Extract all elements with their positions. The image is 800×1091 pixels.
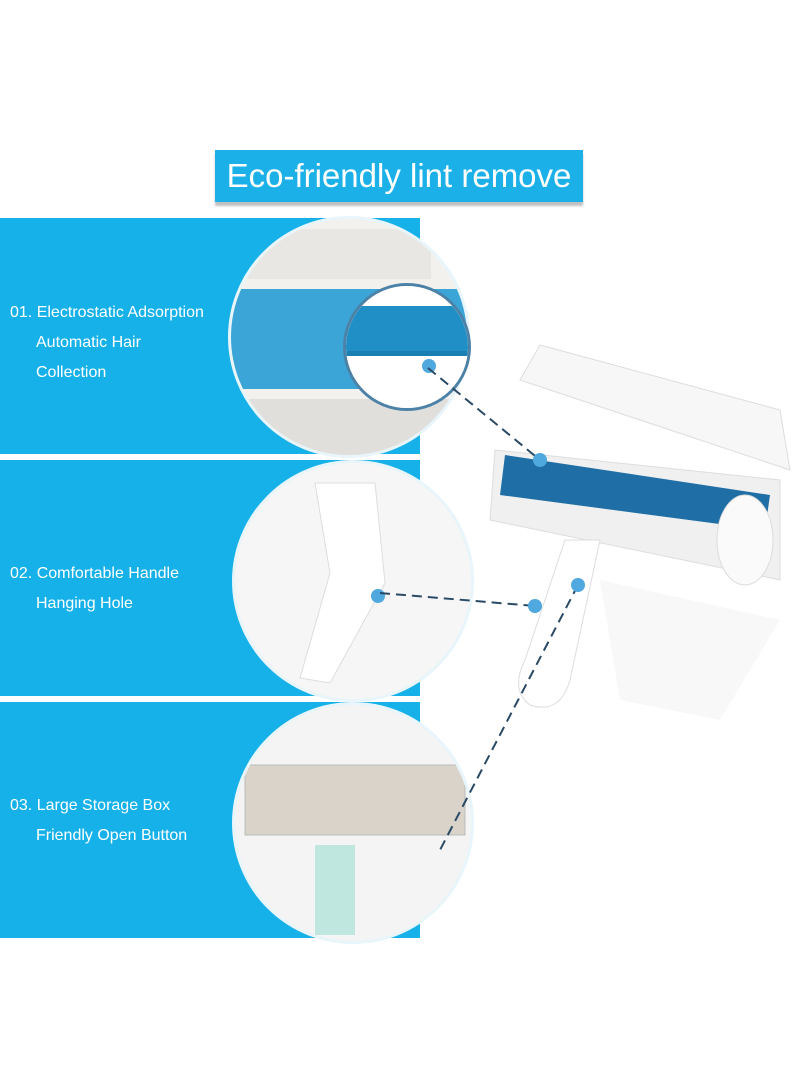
feature-2-line2: Hanging Hole bbox=[36, 595, 133, 612]
marker-dot-3 bbox=[571, 578, 585, 592]
feature-1-line3: Collection bbox=[36, 364, 107, 381]
marker-dot-2 bbox=[528, 599, 542, 613]
feature-text-1: 01. Electrostatic Adsorption Automatic H… bbox=[10, 298, 204, 388]
feature-3-title: 03. Large Storage Box bbox=[10, 797, 171, 814]
fiber-zoom-image bbox=[343, 283, 471, 411]
feature-2-title: 02. Comfortable Handle bbox=[10, 565, 179, 582]
handle-detail-image bbox=[232, 460, 474, 702]
title-banner: Eco-friendly lint remove bbox=[215, 150, 583, 202]
storage-box-detail-image bbox=[232, 702, 474, 944]
feature-text-2: 02. Comfortable Handle Hanging Hole bbox=[10, 559, 179, 619]
feature-1-title: 01. Electrostatic Adsorption bbox=[10, 304, 204, 321]
feature-3-line2: Friendly Open Button bbox=[36, 827, 188, 844]
marker-dot-1 bbox=[533, 453, 547, 467]
feature-text-3: 03. Large Storage Box Friendly Open Butt… bbox=[10, 791, 187, 851]
feature-1-line2: Automatic Hair bbox=[36, 334, 141, 351]
